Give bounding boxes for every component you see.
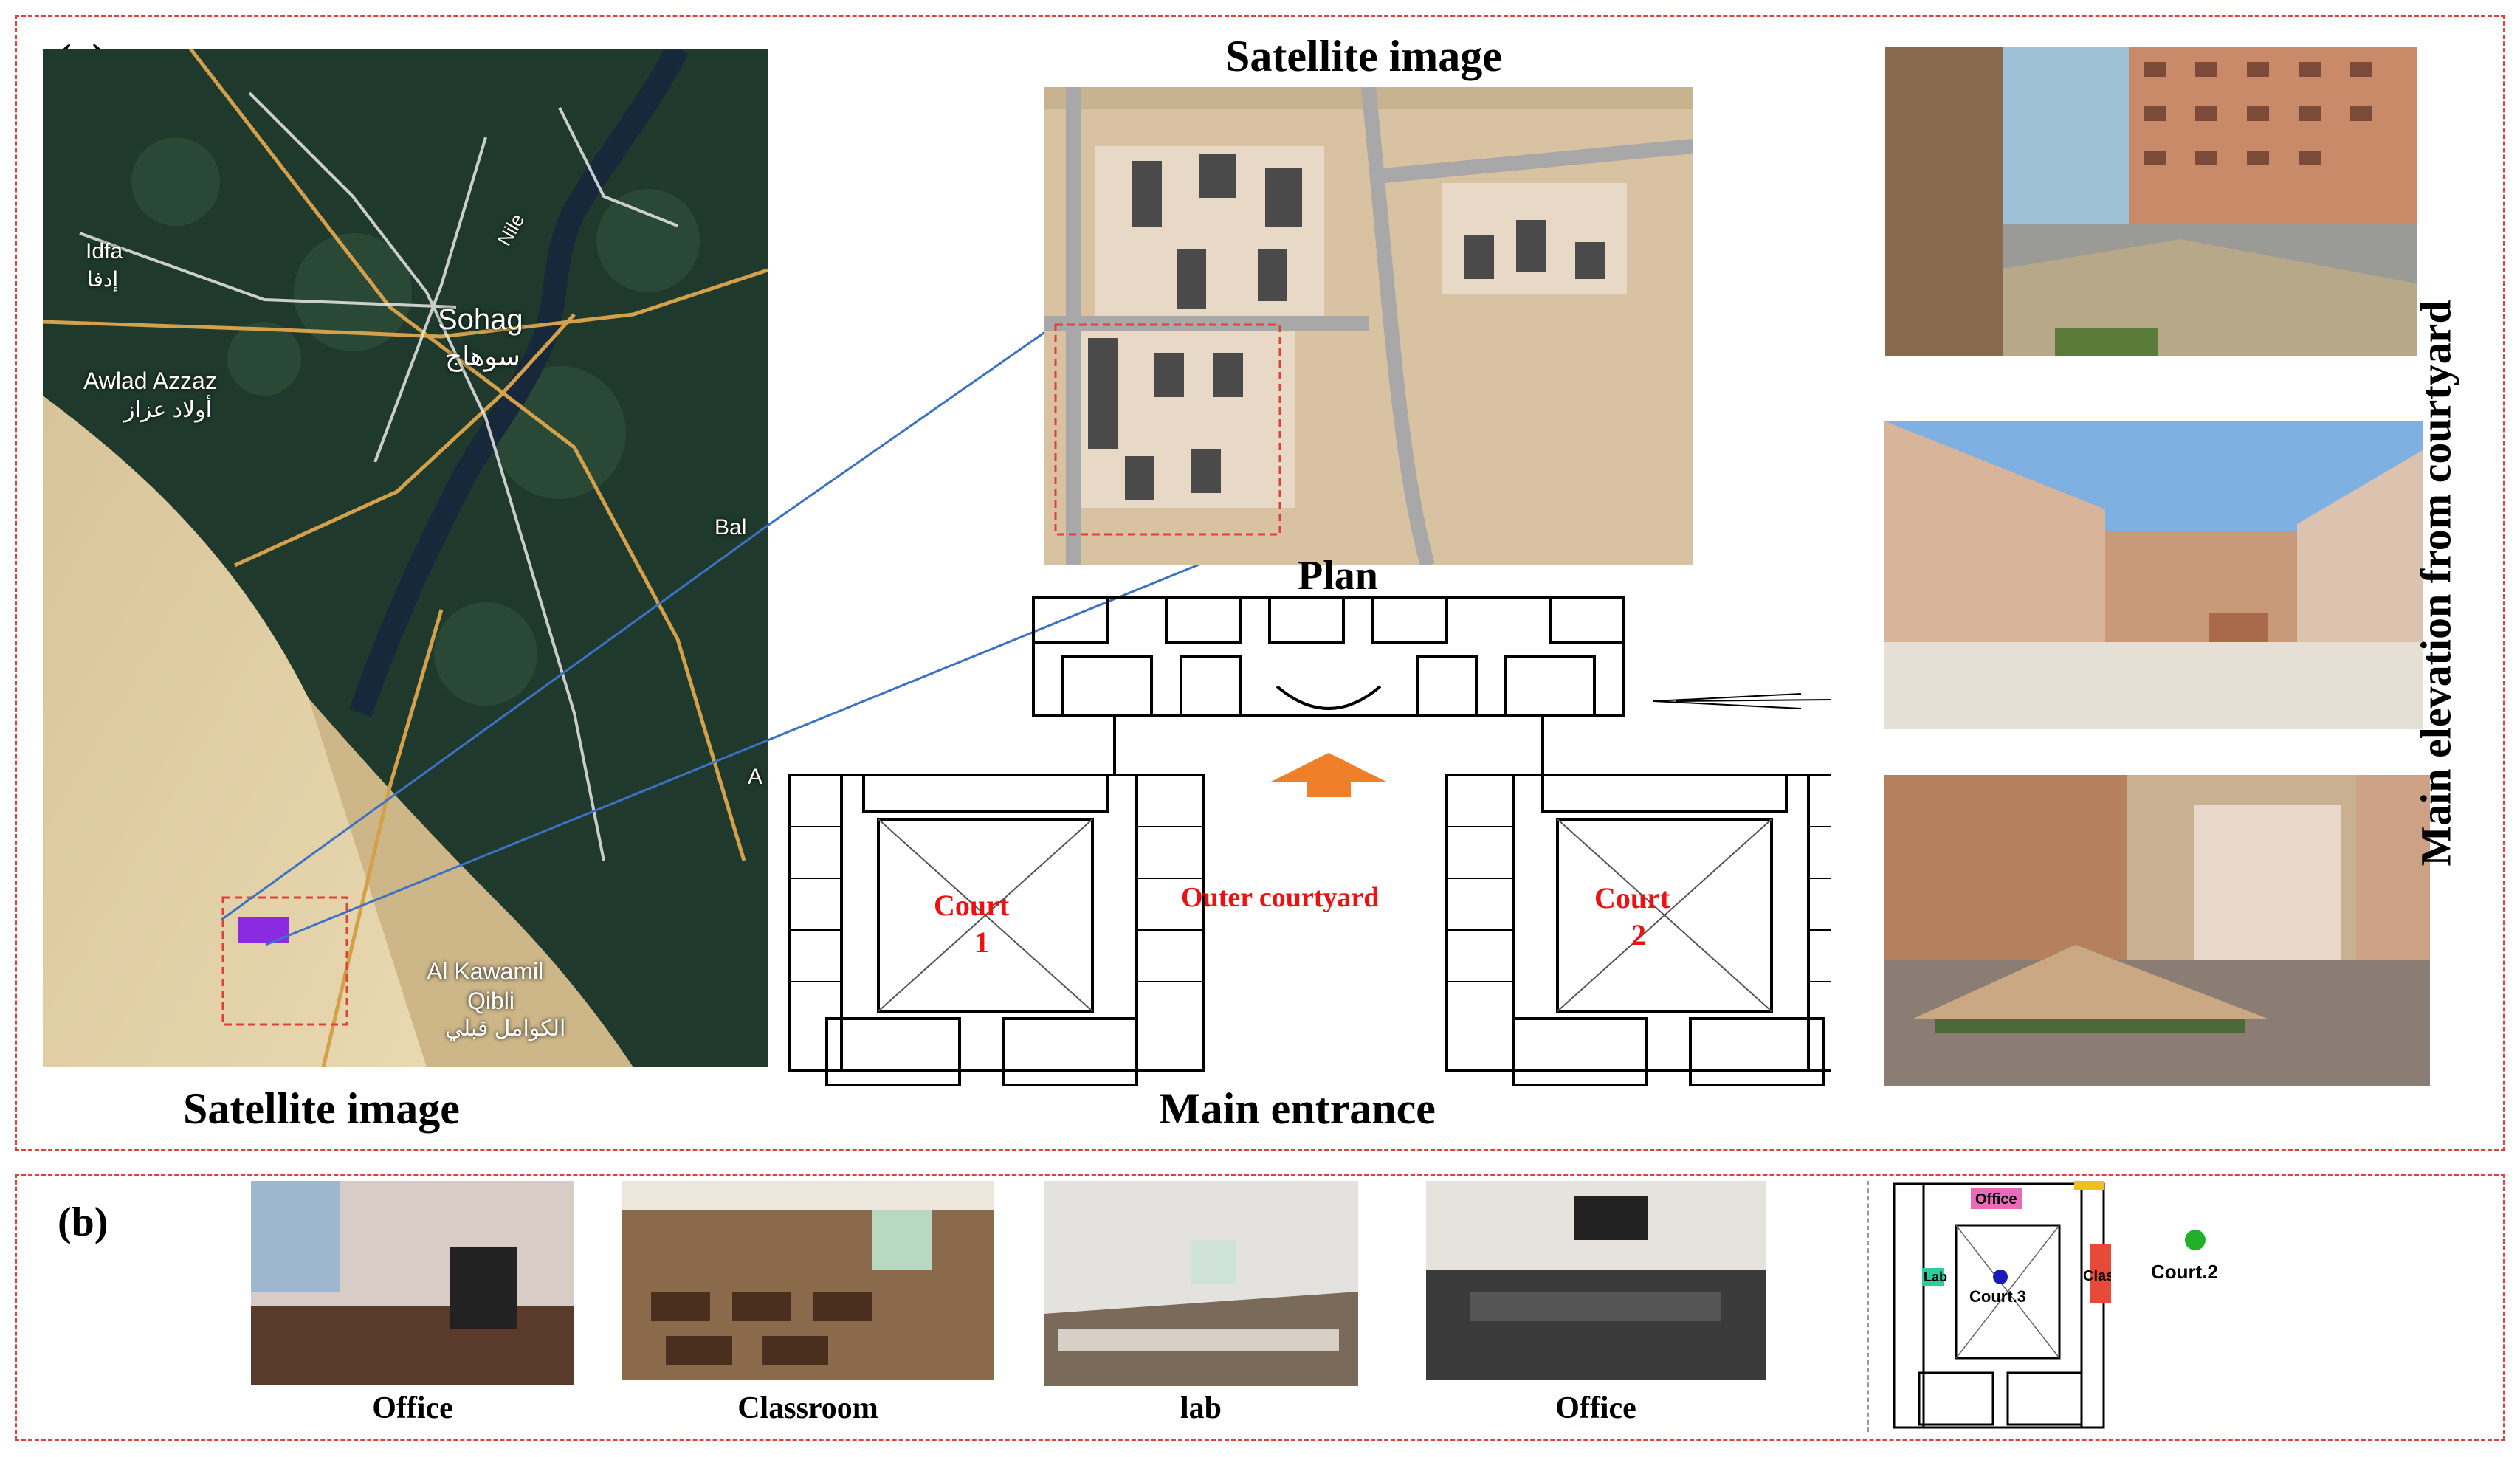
classroom-photo xyxy=(622,1181,994,1380)
site-marker xyxy=(238,917,289,943)
map-label-awlad-ar: أولاد عزاز xyxy=(124,398,212,422)
court1-label: Court xyxy=(934,889,1010,922)
map-caption: Satellite image xyxy=(183,1084,460,1133)
mini-office-label: Office xyxy=(1975,1191,2017,1208)
lab-photo xyxy=(1044,1181,1358,1386)
map-label-kawamil: Al Kawamil xyxy=(427,958,544,985)
map-label-sohag-ar: سوهاج xyxy=(445,341,520,371)
map-label-idfa-ar: إدفا xyxy=(87,268,119,291)
panel-b-divider xyxy=(1867,1181,1869,1432)
mini-lab-label: Lab xyxy=(1924,1270,1948,1284)
elevation-label-text: Main elevation from courtyard xyxy=(2411,300,2460,867)
panel-b-frame xyxy=(15,1174,2505,1441)
office-photo-2 xyxy=(1426,1181,1766,1380)
regional-map: Idfa إدفا Sohag سوهاج Awlad Azzaz أولاد … xyxy=(43,49,768,1067)
office-caption-1: Office xyxy=(372,1391,453,1425)
court1-number: 1 xyxy=(974,926,989,959)
courtyard-photo-2 xyxy=(1884,421,2423,729)
map-label-sohag: Sohag xyxy=(438,303,523,336)
courtyard-photo-3 xyxy=(1884,775,2430,1086)
entrance-arrow xyxy=(1270,753,1388,797)
court2-label: Court xyxy=(1594,881,1670,914)
panel-a-frame xyxy=(15,15,2505,1151)
map-label-kawamil-ar: الكوامل قبلي xyxy=(445,1016,566,1041)
court2-number: 2 xyxy=(1631,918,1646,951)
floor-plan: Court 1 Outer courtyard Court 2 xyxy=(788,596,1831,1086)
court2-marker xyxy=(2185,1230,2206,1250)
courtyard-photo-1 xyxy=(1885,47,2417,356)
map-graphic xyxy=(43,49,768,1067)
mini-floor-plan: Office Lab Class Court.3 xyxy=(1890,1181,2111,1432)
outer-courtyard-label: Outer courtyard xyxy=(1181,882,1379,913)
classroom-caption: Classroom xyxy=(737,1391,878,1425)
satellite-title: Satellite image xyxy=(1225,32,1502,80)
mini-class-label: Class xyxy=(2083,1268,2111,1284)
map-label-a: A xyxy=(748,765,763,789)
plan-title: Plan xyxy=(1298,553,1378,599)
main-entrance-label: Main entrance xyxy=(1159,1084,1436,1133)
lab-caption: lab xyxy=(1180,1391,1222,1425)
office-caption-2: Office xyxy=(1555,1391,1636,1425)
map-label-qibli: Qibli xyxy=(467,988,515,1014)
map-label-idfa: Idfa xyxy=(86,239,123,264)
satellite-image xyxy=(1044,87,1693,565)
office-photo-1 xyxy=(251,1181,574,1385)
map-label-bal: Bal xyxy=(715,515,747,540)
map-label-awlad: Awlad Azzaz xyxy=(83,368,217,394)
mini-court3-label: Court.3 xyxy=(1969,1287,2026,1306)
mini-court2-label: Court.2 xyxy=(2151,1261,2218,1283)
panel-b-tag: (b) xyxy=(52,1199,114,1246)
